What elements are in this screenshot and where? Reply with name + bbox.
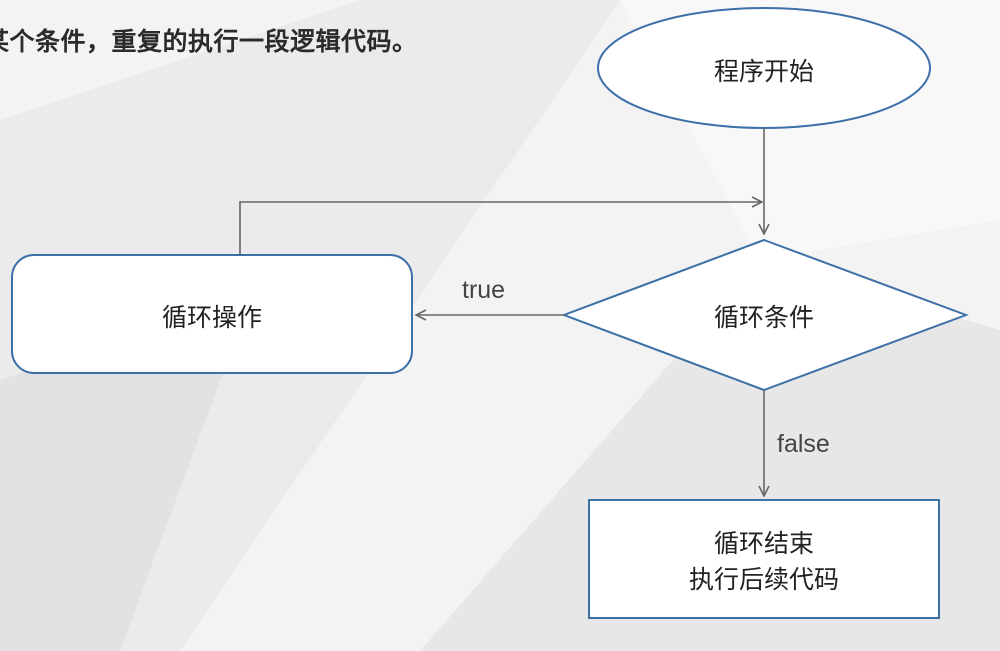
slide-caption: 某个条件，重复的执行一段逻辑代码。 bbox=[0, 27, 418, 56]
edge-loop-back bbox=[239, 202, 762, 254]
end-node-label-line2: 执行后续代码 bbox=[688, 565, 839, 594]
end-node bbox=[588, 499, 940, 619]
condition-label: 循环条件 bbox=[713, 303, 814, 332]
true-edge-label: true bbox=[462, 276, 506, 304]
start-node-label: 程序开始 bbox=[713, 57, 814, 86]
loop-operation-label: 循环操作 bbox=[161, 303, 262, 332]
end-node-label-line1: 循环结束 bbox=[713, 529, 814, 558]
false-edge-label: false bbox=[777, 430, 830, 458]
loop-operation-node bbox=[11, 254, 413, 374]
